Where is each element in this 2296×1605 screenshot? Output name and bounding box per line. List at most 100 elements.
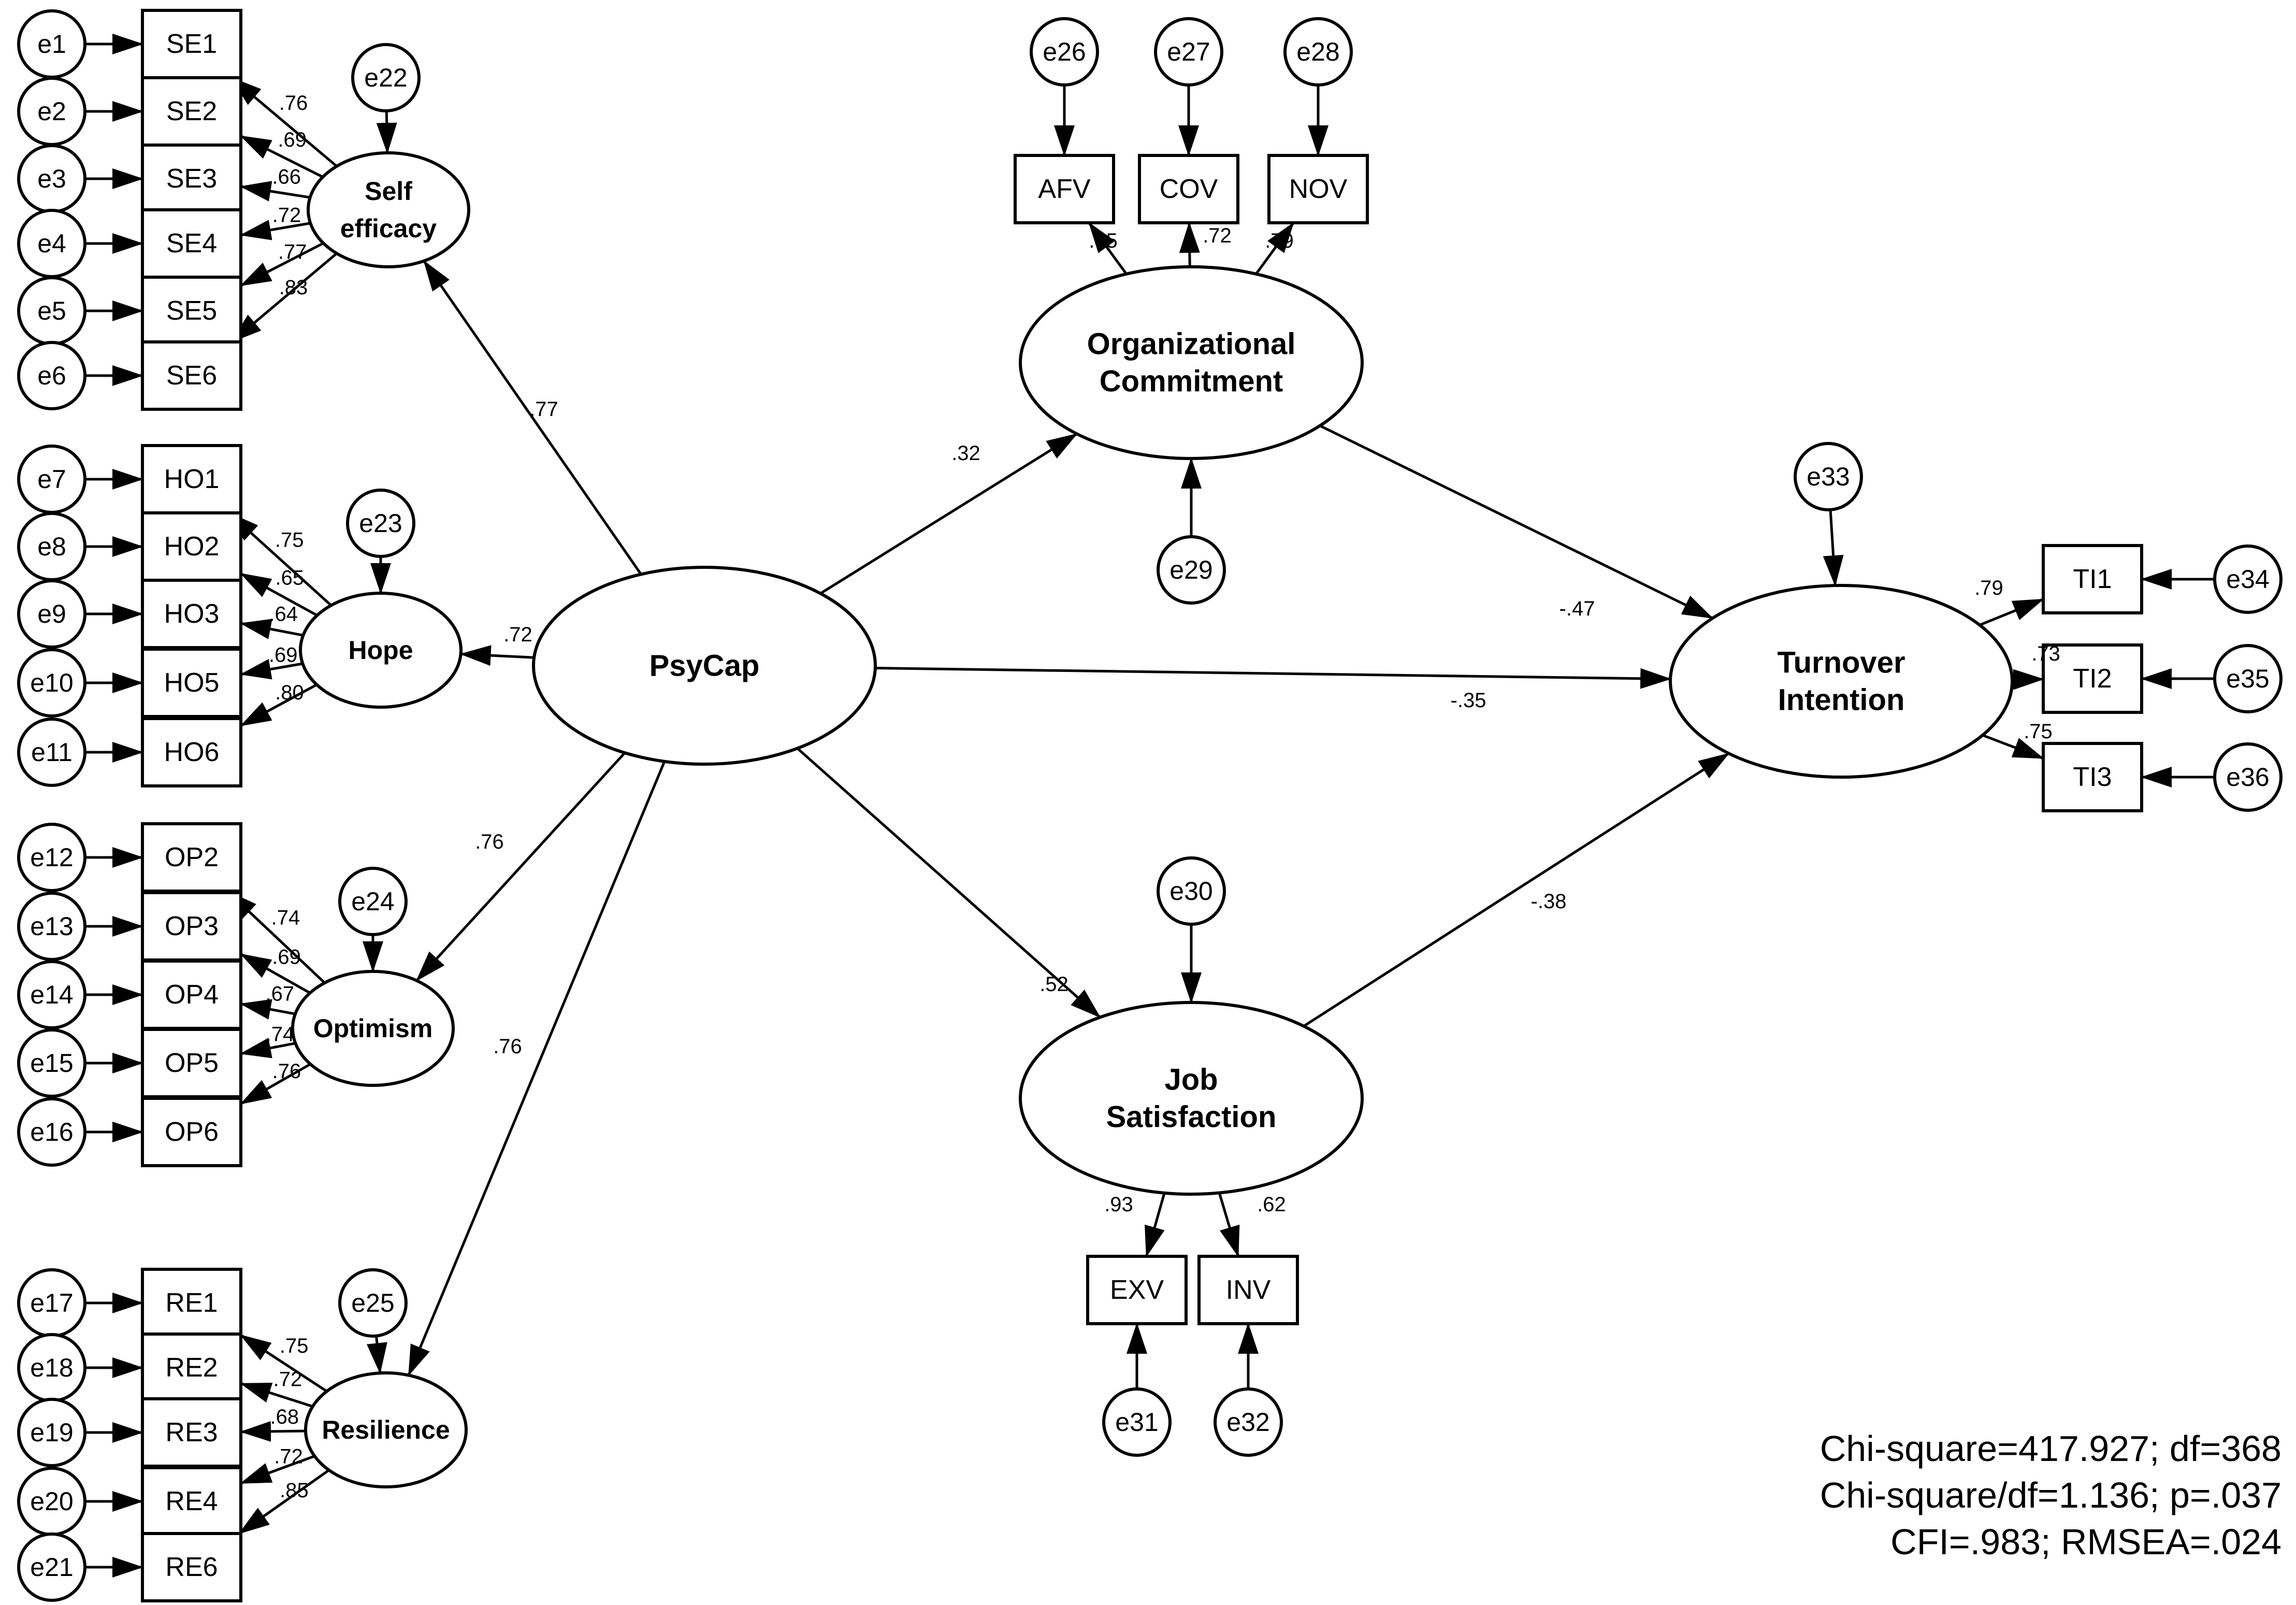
path-psycap-resilience bbox=[407, 761, 666, 1377]
error-e32-label: e32 bbox=[1226, 1408, 1269, 1437]
indicator-op3-label: OP3 bbox=[165, 911, 219, 941]
error-e11-label: e11 bbox=[31, 738, 73, 767]
error-e19: e19 bbox=[17, 1398, 86, 1467]
indicator-op5: OP5 bbox=[141, 1028, 242, 1098]
loading-arrow-ti3 bbox=[1982, 734, 2044, 760]
loading-ti3: .75 bbox=[2024, 720, 2053, 743]
error-e3: e3 bbox=[17, 144, 86, 213]
indicator-re2-label: RE2 bbox=[165, 1353, 218, 1383]
error-e30: e30 bbox=[1157, 856, 1226, 926]
error-e12: e12 bbox=[17, 823, 86, 892]
latent-organizational-commitment-label-2: Commitment bbox=[1100, 365, 1283, 398]
error-e31-label: e31 bbox=[1115, 1408, 1158, 1437]
indicator-ti1: TI1 bbox=[2042, 544, 2143, 614]
error-e22: e22 bbox=[351, 43, 421, 112]
indicator-ti3-label: TI3 bbox=[2073, 762, 2112, 792]
loading-arrow-se2 bbox=[240, 135, 324, 178]
loading-ti1: .79 bbox=[1974, 577, 2003, 599]
indicator-se3: SE3 bbox=[141, 144, 242, 214]
error-e33: e33 bbox=[1794, 442, 1863, 511]
loading-arrow-afv bbox=[1088, 222, 1128, 275]
loading-arrow-ho5 bbox=[240, 659, 303, 680]
error-e21: e21 bbox=[17, 1532, 86, 1602]
loading-se5: .77 bbox=[278, 240, 307, 263]
loading-arrow-re4 bbox=[240, 1455, 315, 1485]
loading-re2: .72 bbox=[273, 1368, 302, 1391]
path-psycap-ti-value: -.35 bbox=[1451, 689, 1486, 712]
error-e18: e18 bbox=[17, 1333, 86, 1402]
latent-optimism: Optimism bbox=[291, 970, 455, 1087]
path-psycap-job-satisfaction bbox=[796, 747, 1101, 1019]
indicator-ho5-label: HO5 bbox=[164, 668, 220, 698]
error-e14: e14 bbox=[17, 960, 86, 1029]
latent-hope: Hope bbox=[299, 592, 463, 709]
error-e17-label: e17 bbox=[30, 1288, 73, 1317]
loading-se2: .69 bbox=[278, 128, 307, 151]
latent-hope-label: Hope bbox=[349, 636, 413, 665]
error-e36: e36 bbox=[2213, 742, 2283, 812]
latent-psycap: PsyCap bbox=[532, 566, 877, 766]
error-e3-label: e3 bbox=[37, 164, 66, 193]
indicator-op6: OP6 bbox=[141, 1097, 242, 1167]
error-e19-label: e19 bbox=[30, 1418, 73, 1447]
error-e15-label: e15 bbox=[30, 1049, 73, 1078]
loading-cov: .72 bbox=[1203, 224, 1232, 247]
disturbance-arrow-e33 bbox=[1823, 509, 1844, 587]
path-js-turnover-intention bbox=[1303, 752, 1730, 1027]
indicator-ho5: HO5 bbox=[141, 648, 242, 718]
error-e20: e20 bbox=[17, 1467, 86, 1536]
disturbance-arrow-e25 bbox=[367, 1336, 387, 1374]
error-e7-label: e7 bbox=[37, 465, 66, 494]
error-e12-label: e12 bbox=[30, 843, 73, 872]
indicator-cov-label: COV bbox=[1160, 174, 1218, 204]
path-psycap-optimism-value: .76 bbox=[475, 830, 504, 853]
indicator-se6-label: SE6 bbox=[166, 361, 217, 391]
loading-arrow-inv bbox=[1218, 1192, 1240, 1257]
loading-re6: .85 bbox=[280, 1479, 309, 1502]
indicator-ti3: TI3 bbox=[2042, 742, 2143, 812]
loading-inv: .62 bbox=[1257, 1193, 1286, 1216]
loading-arrow-ti1 bbox=[1979, 598, 2044, 626]
error-e36-label: e36 bbox=[2226, 763, 2269, 792]
error-e8: e8 bbox=[17, 512, 86, 581]
loading-arrow-re3 bbox=[240, 1421, 306, 1442]
indicator-re1-label: RE1 bbox=[165, 1288, 218, 1318]
loading-op3: .69 bbox=[272, 945, 301, 968]
loading-arrow-exv bbox=[1145, 1193, 1166, 1257]
latent-self-efficacy-label-2: efficacy bbox=[340, 214, 437, 243]
error-e16: e16 bbox=[17, 1097, 86, 1167]
loading-ho3: .64 bbox=[269, 603, 298, 626]
path-oc-ti-value: -.47 bbox=[1559, 597, 1595, 620]
latent-resilience-label: Resilience bbox=[322, 1415, 450, 1444]
error-e4-label: e4 bbox=[37, 229, 66, 258]
error-e8-label: e8 bbox=[37, 532, 66, 561]
path-psycap-optimism bbox=[415, 752, 626, 982]
indicator-se6: SE6 bbox=[141, 340, 242, 411]
error-e6: e6 bbox=[17, 341, 86, 410]
path-psycap-turnover-intention bbox=[875, 667, 1672, 689]
fit-chi-square-ratio: Chi-square/df=1.136; p=.037 bbox=[1820, 1475, 2281, 1515]
loading-afv: .65 bbox=[1089, 230, 1118, 252]
error-e1: e1 bbox=[17, 9, 86, 79]
error-e35-label: e35 bbox=[2226, 664, 2269, 693]
latent-job-satisfaction-label-1: Job bbox=[1164, 1063, 1218, 1097]
indicator-re6: RE6 bbox=[141, 1532, 242, 1602]
indicator-afv-label: AFV bbox=[1038, 174, 1090, 204]
error-e34: e34 bbox=[2213, 544, 2283, 614]
loading-re4: .72 bbox=[274, 1445, 303, 1468]
path-oc-turnover-intention bbox=[1319, 424, 1714, 620]
loading-se6: .83 bbox=[279, 276, 308, 299]
error-e10-label: e10 bbox=[30, 668, 73, 697]
error-e5-label: e5 bbox=[37, 296, 66, 325]
indicator-re3-label: RE3 bbox=[165, 1417, 218, 1448]
loading-op2: .74 bbox=[271, 907, 300, 929]
indicator-ho1-label: HO1 bbox=[164, 464, 220, 494]
error-e29-label: e29 bbox=[1169, 555, 1212, 584]
error-e26: e26 bbox=[1030, 17, 1099, 87]
latent-resilience: Resilience bbox=[304, 1371, 468, 1488]
indicator-re1: RE1 bbox=[141, 1268, 242, 1338]
error-e9-label: e9 bbox=[37, 599, 66, 628]
latent-self-efficacy-label-1: Self bbox=[365, 177, 412, 206]
latent-psycap-label: PsyCap bbox=[649, 649, 760, 683]
